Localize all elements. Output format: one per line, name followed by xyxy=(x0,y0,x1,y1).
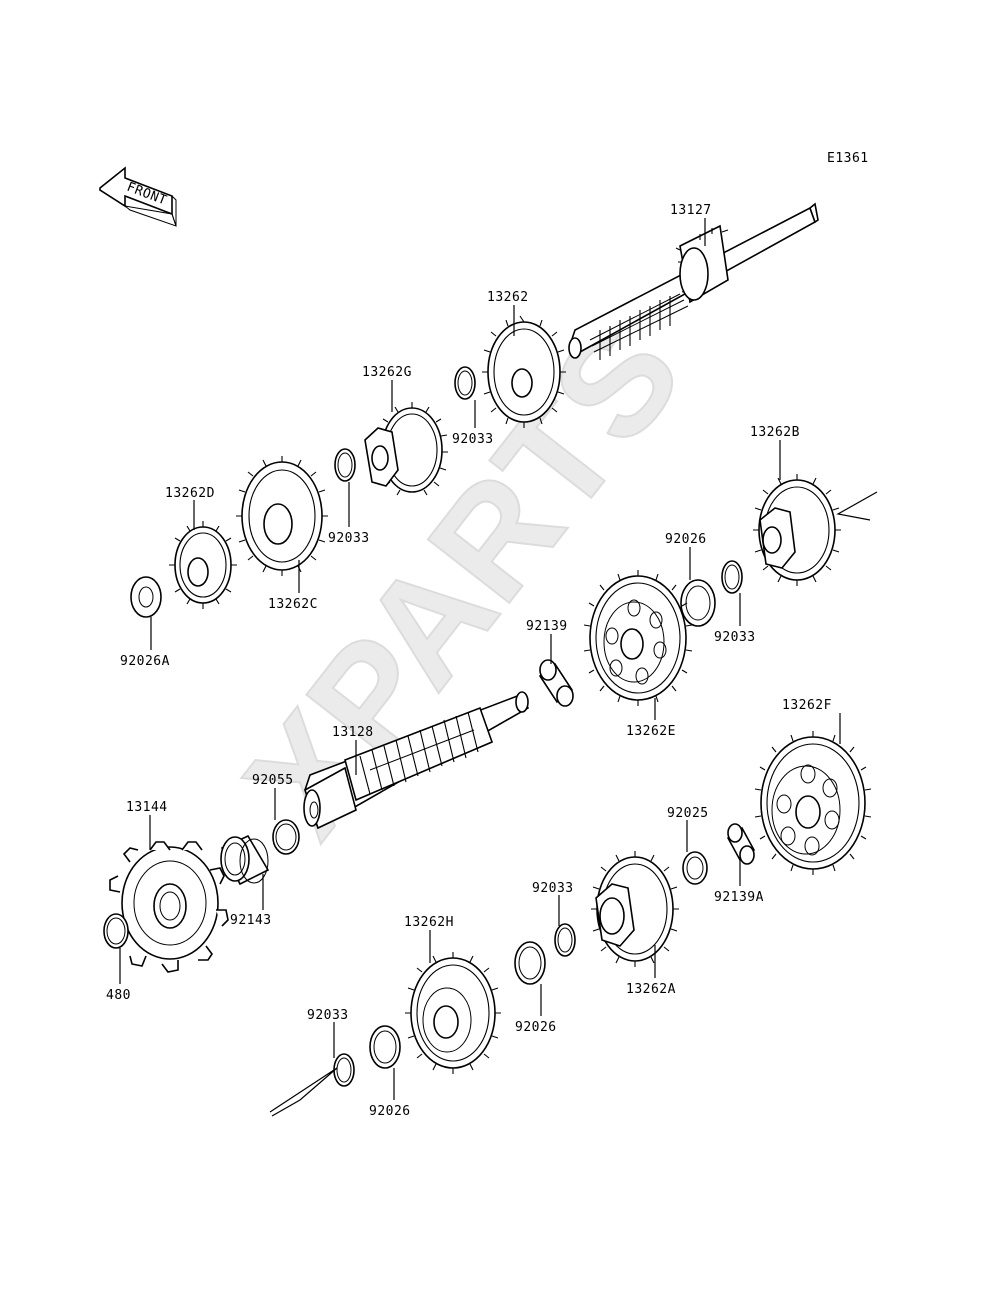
gear-13262D xyxy=(169,521,237,609)
diagram-code: E1361 xyxy=(827,151,869,166)
callout-13262D: 13262D xyxy=(165,486,215,501)
leader-lines xyxy=(119,218,841,1100)
gear-13262H xyxy=(405,952,501,1074)
o-ring-92055 xyxy=(272,819,300,855)
callout-13262E: 13262E xyxy=(626,724,676,739)
callout-92026-a: 92026 xyxy=(665,532,707,547)
callout-92139: 92139 xyxy=(526,619,568,634)
collar-92143 xyxy=(220,834,270,886)
callout-13262H: 13262H xyxy=(404,915,454,930)
front-arrow-icon: FRONT xyxy=(99,166,177,227)
washer-92025 xyxy=(682,851,708,885)
washer-92026-b xyxy=(514,941,546,985)
callout-92033-d: 92033 xyxy=(532,881,574,896)
callout-92033-a: 92033 xyxy=(452,432,494,447)
input-shaft-13128 xyxy=(303,691,530,830)
callout-92025: 92025 xyxy=(667,806,709,821)
callout-13262C: 13262C xyxy=(268,597,318,612)
callout-92033-c: 92033 xyxy=(714,630,756,645)
bushing-92139A xyxy=(726,823,756,865)
callout-13144: 13144 xyxy=(126,800,168,815)
sprocket-13144 xyxy=(109,841,229,973)
callout-92033-b: 92033 xyxy=(328,531,370,546)
callout-92026-b: 92026 xyxy=(515,1020,557,1035)
callout-92026A: 92026A xyxy=(120,654,170,669)
callout-480: 480 xyxy=(106,988,131,1003)
circlip-92033-e xyxy=(333,1053,355,1087)
callout-13262A: 13262A xyxy=(626,982,676,997)
callout-13262B: 13262B xyxy=(750,425,800,440)
callout-13262G: 13262G xyxy=(362,365,412,380)
circlip-92033-b xyxy=(334,448,356,482)
gear-13262 xyxy=(482,315,566,428)
callout-13127: 13127 xyxy=(670,203,712,218)
washer-92026A xyxy=(130,576,162,618)
circlip-480 xyxy=(103,913,129,949)
callout-92026-c: 92026 xyxy=(369,1104,411,1119)
gear-13262A xyxy=(591,851,679,967)
callout-13262: 13262 xyxy=(487,290,529,305)
callout-92055: 92055 xyxy=(252,773,294,788)
gear-13262F xyxy=(754,731,872,875)
gear-13262G xyxy=(364,402,448,496)
gear-13262B xyxy=(753,474,841,586)
callout-92033-e: 92033 xyxy=(307,1008,349,1023)
callout-92139A: 92139A xyxy=(714,890,764,905)
bushing-92139 xyxy=(538,659,574,707)
output-shaft-13127 xyxy=(568,202,819,360)
circlip-92033-a xyxy=(454,366,476,400)
gear-13262C xyxy=(236,456,328,576)
callout-labels: 13127 13262 13262G 92033 92033 13262D 13… xyxy=(106,203,832,1119)
callout-13128: 13128 xyxy=(332,725,374,740)
circlip-92033-c xyxy=(721,560,743,594)
callout-13262F: 13262F xyxy=(782,698,832,713)
washer-92026-c xyxy=(369,1025,401,1069)
gear-13262E xyxy=(583,570,693,706)
callout-92143: 92143 xyxy=(230,913,272,928)
circlip-92033-d xyxy=(554,923,576,957)
